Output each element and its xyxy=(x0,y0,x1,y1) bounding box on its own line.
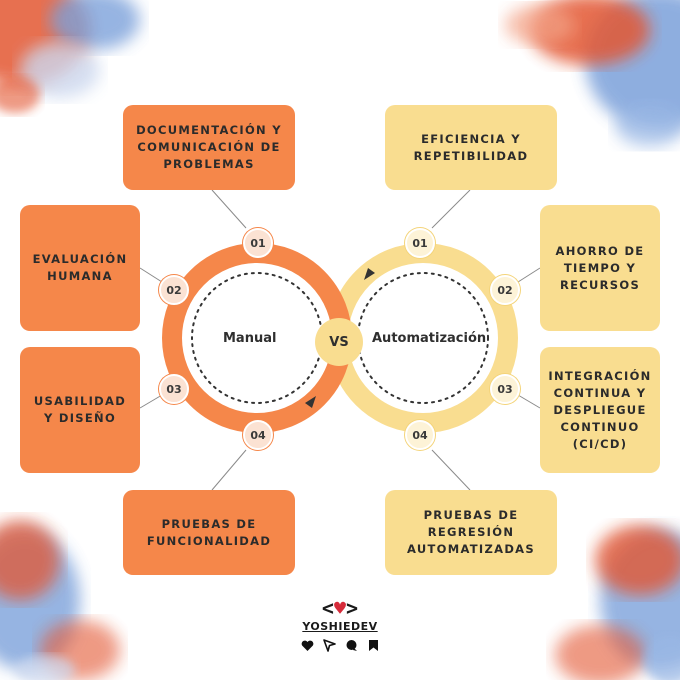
splash-bottom-left xyxy=(0,520,120,680)
social-icons xyxy=(300,639,380,652)
manual-number-03: 03 xyxy=(159,374,189,404)
splash-bottom-right xyxy=(555,525,680,680)
send-icon[interactable] xyxy=(322,639,336,652)
automation-label-01: EFICIENCIA Y REPETIBILIDAD xyxy=(413,131,529,163)
code-right-bracket: > xyxy=(346,596,359,620)
automation-label-03: INTEGRACIÓN CONTINUA Y DESPLIEGUE CONTIN… xyxy=(548,368,652,451)
manual-box-04: PRUEBAS DE FUNCIONALIDAD xyxy=(123,490,295,575)
comment-icon[interactable] xyxy=(345,639,358,652)
connector-auto-02 xyxy=(517,267,541,283)
automation-title: Automatización xyxy=(372,331,487,346)
automation-box-02: AHORRO DE TIEMPO Y RECURSOS xyxy=(540,205,660,331)
automation-number-02: 02 xyxy=(490,275,520,305)
manual-box-02: EVALUACIÓN HUMANA xyxy=(20,205,140,331)
heart-icon[interactable] xyxy=(301,639,314,652)
automation-box-01: EFICIENCIA Y REPETIBILIDAD xyxy=(385,105,557,190)
bookmark-icon[interactable] xyxy=(367,639,380,652)
manual-label-03: USABILIDAD Y DISEÑO xyxy=(33,394,127,425)
automation-label-02: AHORRO DE TIEMPO Y RECURSOS xyxy=(555,243,645,292)
automation-box-04: PRUEBAS DE REGRESIÓN AUTOMATIZADAS xyxy=(385,490,557,575)
manual-title: Manual xyxy=(223,331,277,346)
manual-box-03: USABILIDAD Y DISEÑO xyxy=(20,347,140,473)
brand-name: YOSHIEDEV xyxy=(302,620,378,633)
connector-manual-02 xyxy=(139,267,163,283)
manual-number-01: 01 xyxy=(243,228,273,258)
connector-auto-01 xyxy=(431,189,471,229)
connector-manual-04 xyxy=(211,449,247,491)
connector-auto-03 xyxy=(517,394,541,409)
manual-label-02: EVALUACIÓN HUMANA xyxy=(32,252,128,283)
splash-top-left xyxy=(0,0,140,113)
manual-label-01: DOCUMENTACIÓN Y COMUNICACIÓN DE PROBLEMA… xyxy=(136,123,282,171)
automation-number-01: 01 xyxy=(405,228,435,258)
brand-logo: <♥> YOSHIEDEV xyxy=(300,596,380,652)
code-left-bracket: < xyxy=(321,596,334,620)
heart-logo-icon: ♥ xyxy=(333,596,347,620)
splash-top-right xyxy=(505,0,680,147)
brand-code-mark: <♥> xyxy=(300,596,380,620)
automation-box-03: INTEGRACIÓN CONTINUA Y DESPLIEGUE CONTIN… xyxy=(540,347,660,473)
manual-label-04: PRUEBAS DE FUNCIONALIDAD xyxy=(146,516,272,548)
manual-arrow-icon xyxy=(305,396,316,408)
automation-number-03: 03 xyxy=(490,374,520,404)
manual-number-04: 04 xyxy=(243,420,273,450)
connector-manual-01 xyxy=(211,189,247,229)
connector-lines xyxy=(139,189,541,491)
manual-number-02: 02 xyxy=(159,275,189,305)
automation-number-04: 04 xyxy=(405,420,435,450)
automation-label-04: PRUEBAS DE REGRESIÓN AUTOMATIZADAS xyxy=(407,508,535,556)
connector-auto-04 xyxy=(431,449,471,491)
manual-box-01: DOCUMENTACIÓN Y COMUNICACIÓN DE PROBLEMA… xyxy=(123,105,295,190)
vs-badge: VS xyxy=(315,318,363,366)
connector-manual-03 xyxy=(139,394,163,409)
automation-arrow-icon xyxy=(364,268,375,280)
